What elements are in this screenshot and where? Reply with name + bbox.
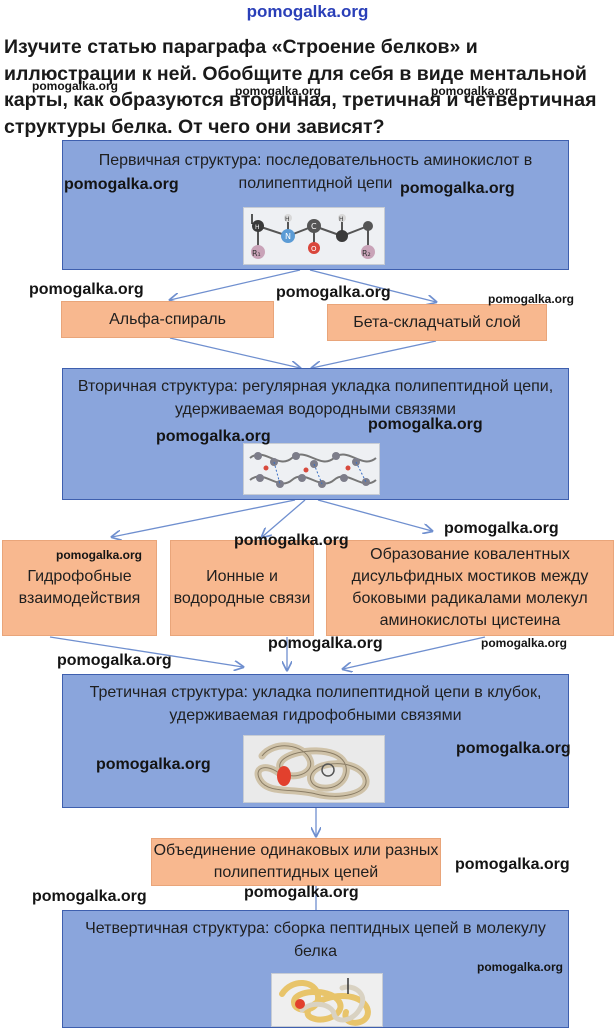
watermark: pomogalka.org bbox=[456, 740, 571, 757]
primary-structure-text: Первичная структура: последовательность … bbox=[98, 152, 533, 192]
watermark: pomogalka.org bbox=[477, 960, 564, 974]
hydrophobic-text: Гидрофобные взаимодействия bbox=[18, 568, 141, 607]
beta-sheet-box: Бета-складчатый слой bbox=[327, 304, 547, 341]
watermark: pomogalka.org bbox=[234, 532, 349, 549]
label-h1: H bbox=[285, 216, 290, 223]
watermark: pomogalka.org bbox=[455, 856, 570, 873]
tertiary-structure-illustration bbox=[243, 735, 385, 803]
watermark: pomogalka.org bbox=[96, 756, 211, 773]
label-n: N bbox=[285, 232, 291, 241]
watermark: pomogalka.org bbox=[64, 176, 179, 193]
site-header[interactable]: pomogalka.org bbox=[246, 2, 369, 21]
secondary-structure-text: Вторичная структура: регулярная укладка … bbox=[77, 378, 554, 418]
ionic-hydrogen-text: Ионные и водородные связи bbox=[173, 568, 311, 607]
label-o: O bbox=[311, 245, 317, 253]
label-r1: R₁ bbox=[252, 249, 261, 258]
tertiary-structure-graphic bbox=[254, 742, 370, 800]
tertiary-structure-box: Третичная структура: укладка полипептидн… bbox=[62, 674, 569, 808]
label-r2: R₂ bbox=[362, 249, 371, 258]
watermark: pomogalka.org bbox=[235, 84, 322, 98]
ionic-hydrogen-box: Ионные и водородные связи bbox=[170, 540, 314, 636]
hydrophobic-box: Гидрофобные взаимодействия bbox=[2, 540, 157, 636]
watermark: pomogalka.org bbox=[244, 884, 359, 901]
question-text: Изучите статью параграфа «Строение белко… bbox=[4, 36, 597, 138]
secondary-structure-illustration bbox=[243, 443, 380, 495]
watermark: pomogalka.org bbox=[32, 888, 147, 905]
watermark: pomogalka.org bbox=[156, 428, 271, 445]
label-c: C bbox=[311, 222, 317, 231]
watermark: pomogalka.org bbox=[268, 635, 383, 652]
chain-union-text: Объединение одинаковых или разных полипе… bbox=[153, 842, 439, 881]
watermark: pomogalka.org bbox=[29, 281, 144, 298]
chain-union-box: Объединение одинаковых или разных полипе… bbox=[151, 838, 441, 886]
alpha-helix-text: Альфа-спираль bbox=[109, 310, 226, 328]
arrow-beta-secondary bbox=[312, 340, 437, 368]
disulfide-text: Образование ковалентных дисульфидных мос… bbox=[351, 546, 589, 629]
watermark: pomogalka.org bbox=[481, 636, 568, 650]
peptide-molecule-graphic: R₁ R₂ N C O H H H bbox=[251, 214, 375, 259]
watermark: pomogalka.org bbox=[32, 79, 119, 93]
primary-structure-box: Первичная структура: последовательность … bbox=[62, 140, 569, 270]
watermark: pomogalka.org bbox=[444, 520, 559, 537]
watermark: pomogalka.org bbox=[431, 84, 518, 98]
label-h2: H bbox=[339, 216, 344, 223]
watermark: pomogalka.org bbox=[368, 416, 483, 433]
quaternary-structure-illustration bbox=[271, 973, 383, 1027]
secondary-structure-box: Вторичная структура: регулярная укладка … bbox=[62, 368, 569, 500]
quaternary-structure-text: Четвертичная структура: сборка пептидных… bbox=[85, 920, 546, 960]
watermark: pomogalka.org bbox=[488, 292, 575, 306]
watermark: pomogalka.org bbox=[56, 548, 143, 562]
disulfide-box: Образование ковалентных дисульфидных мос… bbox=[326, 540, 614, 636]
watermark: pomogalka.org bbox=[276, 284, 391, 301]
quaternary-structure-box: Четвертичная структура: сборка пептидных… bbox=[62, 910, 569, 1028]
peptide-molecule-illustration: R₁ R₂ N C O H H H bbox=[243, 207, 385, 265]
watermark: pomogalka.org bbox=[57, 652, 172, 669]
secondary-structure-graphic bbox=[249, 452, 377, 488]
alpha-helix-box: Альфа-спираль bbox=[61, 301, 274, 338]
arrow-secondary-disulfide bbox=[317, 499, 432, 531]
label-h3: H bbox=[255, 224, 260, 231]
watermark: pomogalka.org bbox=[400, 180, 515, 197]
beta-sheet-text: Бета-складчатый слой bbox=[353, 313, 521, 331]
tertiary-structure-text: Третичная структура: укладка полипептидн… bbox=[89, 684, 542, 724]
quaternary-structure-graphic bbox=[279, 978, 371, 1026]
arrow-alpha-secondary bbox=[169, 337, 300, 368]
